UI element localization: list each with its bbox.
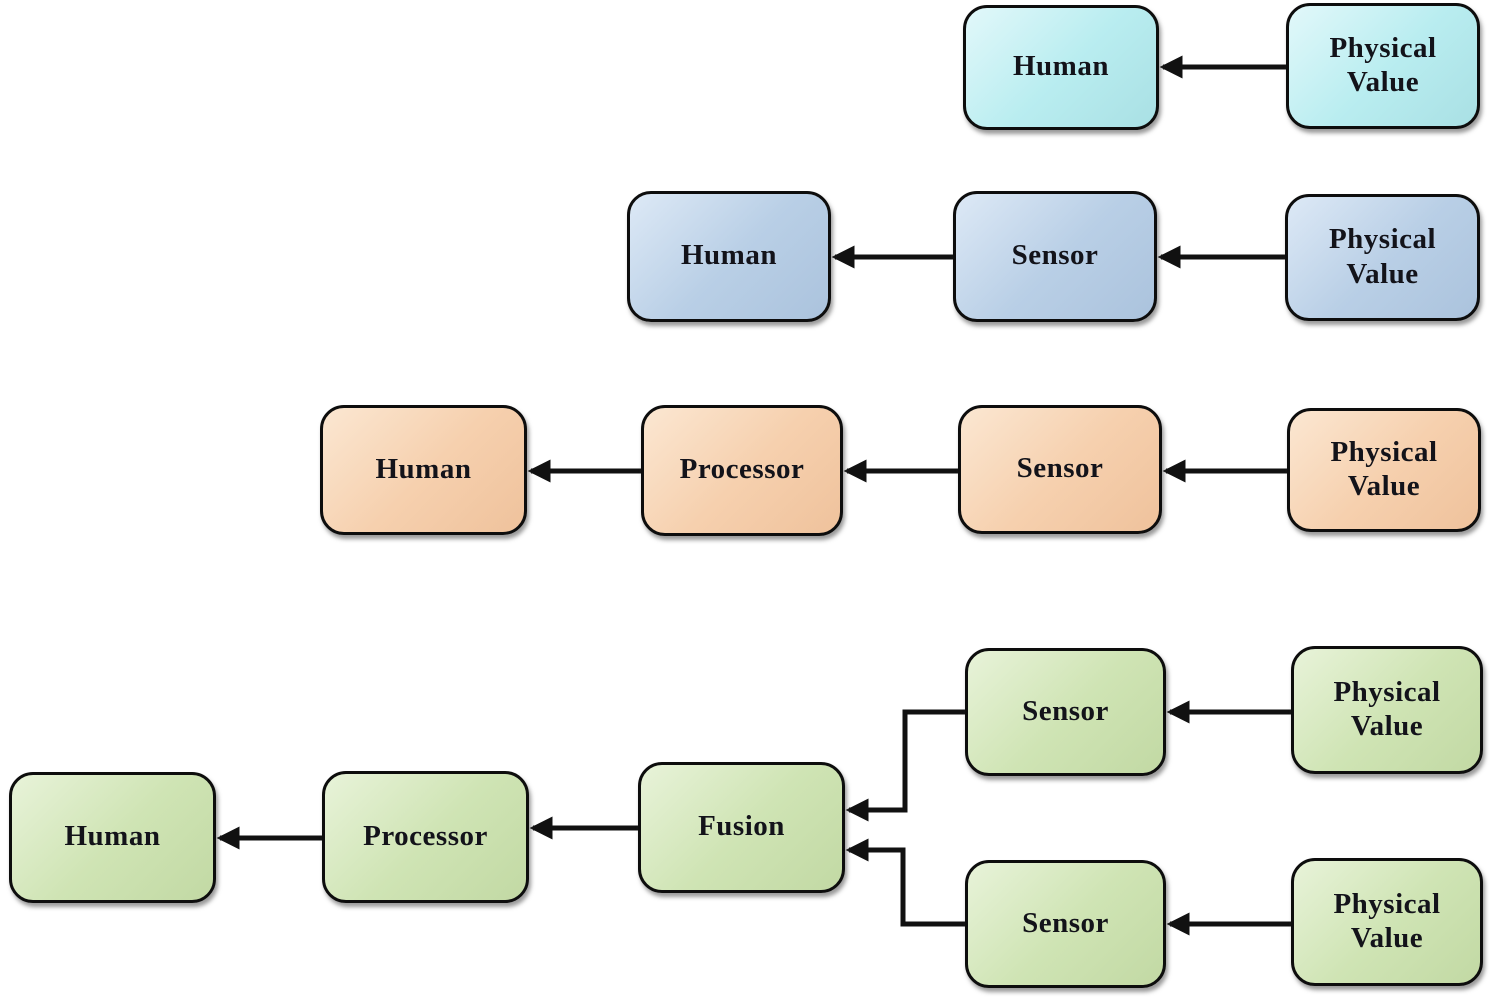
node-label: Human: [1013, 50, 1109, 83]
node-row2-human: Human: [627, 191, 831, 322]
node-row3-physical-value: Physical Value: [1287, 408, 1481, 532]
node-label: Sensor: [1022, 906, 1109, 939]
node-label: Physical Value: [1333, 675, 1441, 742]
node-label: Processor: [679, 453, 805, 486]
node-row4-human: Human: [9, 772, 216, 903]
node-row4-sensor-top: Sensor: [965, 648, 1166, 776]
node-row1-physical-value: Physical Value: [1286, 3, 1480, 129]
node-label: Physical Value: [1329, 31, 1437, 98]
node-label: Physical Value: [1328, 223, 1437, 290]
node-row4-physical-value-top: Physical Value: [1291, 646, 1483, 774]
node-row3-human: Human: [320, 405, 527, 535]
node-label: Sensor: [1016, 452, 1104, 485]
node-row2-sensor: Sensor: [953, 191, 1157, 322]
node-row4-fusion: Fusion: [638, 762, 845, 893]
arrow-row4-sensor-bottom-to-row4-fusion: [845, 838, 965, 927]
arrow-row4-sensor-top-to-row4-fusion: [845, 709, 965, 822]
node-row4-processor: Processor: [322, 771, 529, 903]
node-label: Fusion: [698, 810, 785, 843]
node-label: Sensor: [1022, 694, 1109, 727]
node-label: Physical Value: [1330, 435, 1438, 502]
node-row3-sensor: Sensor: [958, 405, 1162, 534]
node-label: Physical Value: [1333, 887, 1441, 954]
node-row1-human: Human: [963, 5, 1159, 130]
node-label: Human: [375, 452, 472, 485]
node-label: Human: [681, 239, 777, 272]
node-row4-physical-value-bottom: Physical Value: [1291, 858, 1483, 986]
node-label: Human: [64, 820, 161, 853]
node-row2-physical-value: Physical Value: [1285, 194, 1480, 321]
node-row3-processor: Processor: [641, 405, 843, 536]
node-label: Sensor: [1011, 239, 1099, 272]
node-row4-sensor-bottom: Sensor: [965, 860, 1166, 988]
node-label: Processor: [363, 819, 488, 852]
